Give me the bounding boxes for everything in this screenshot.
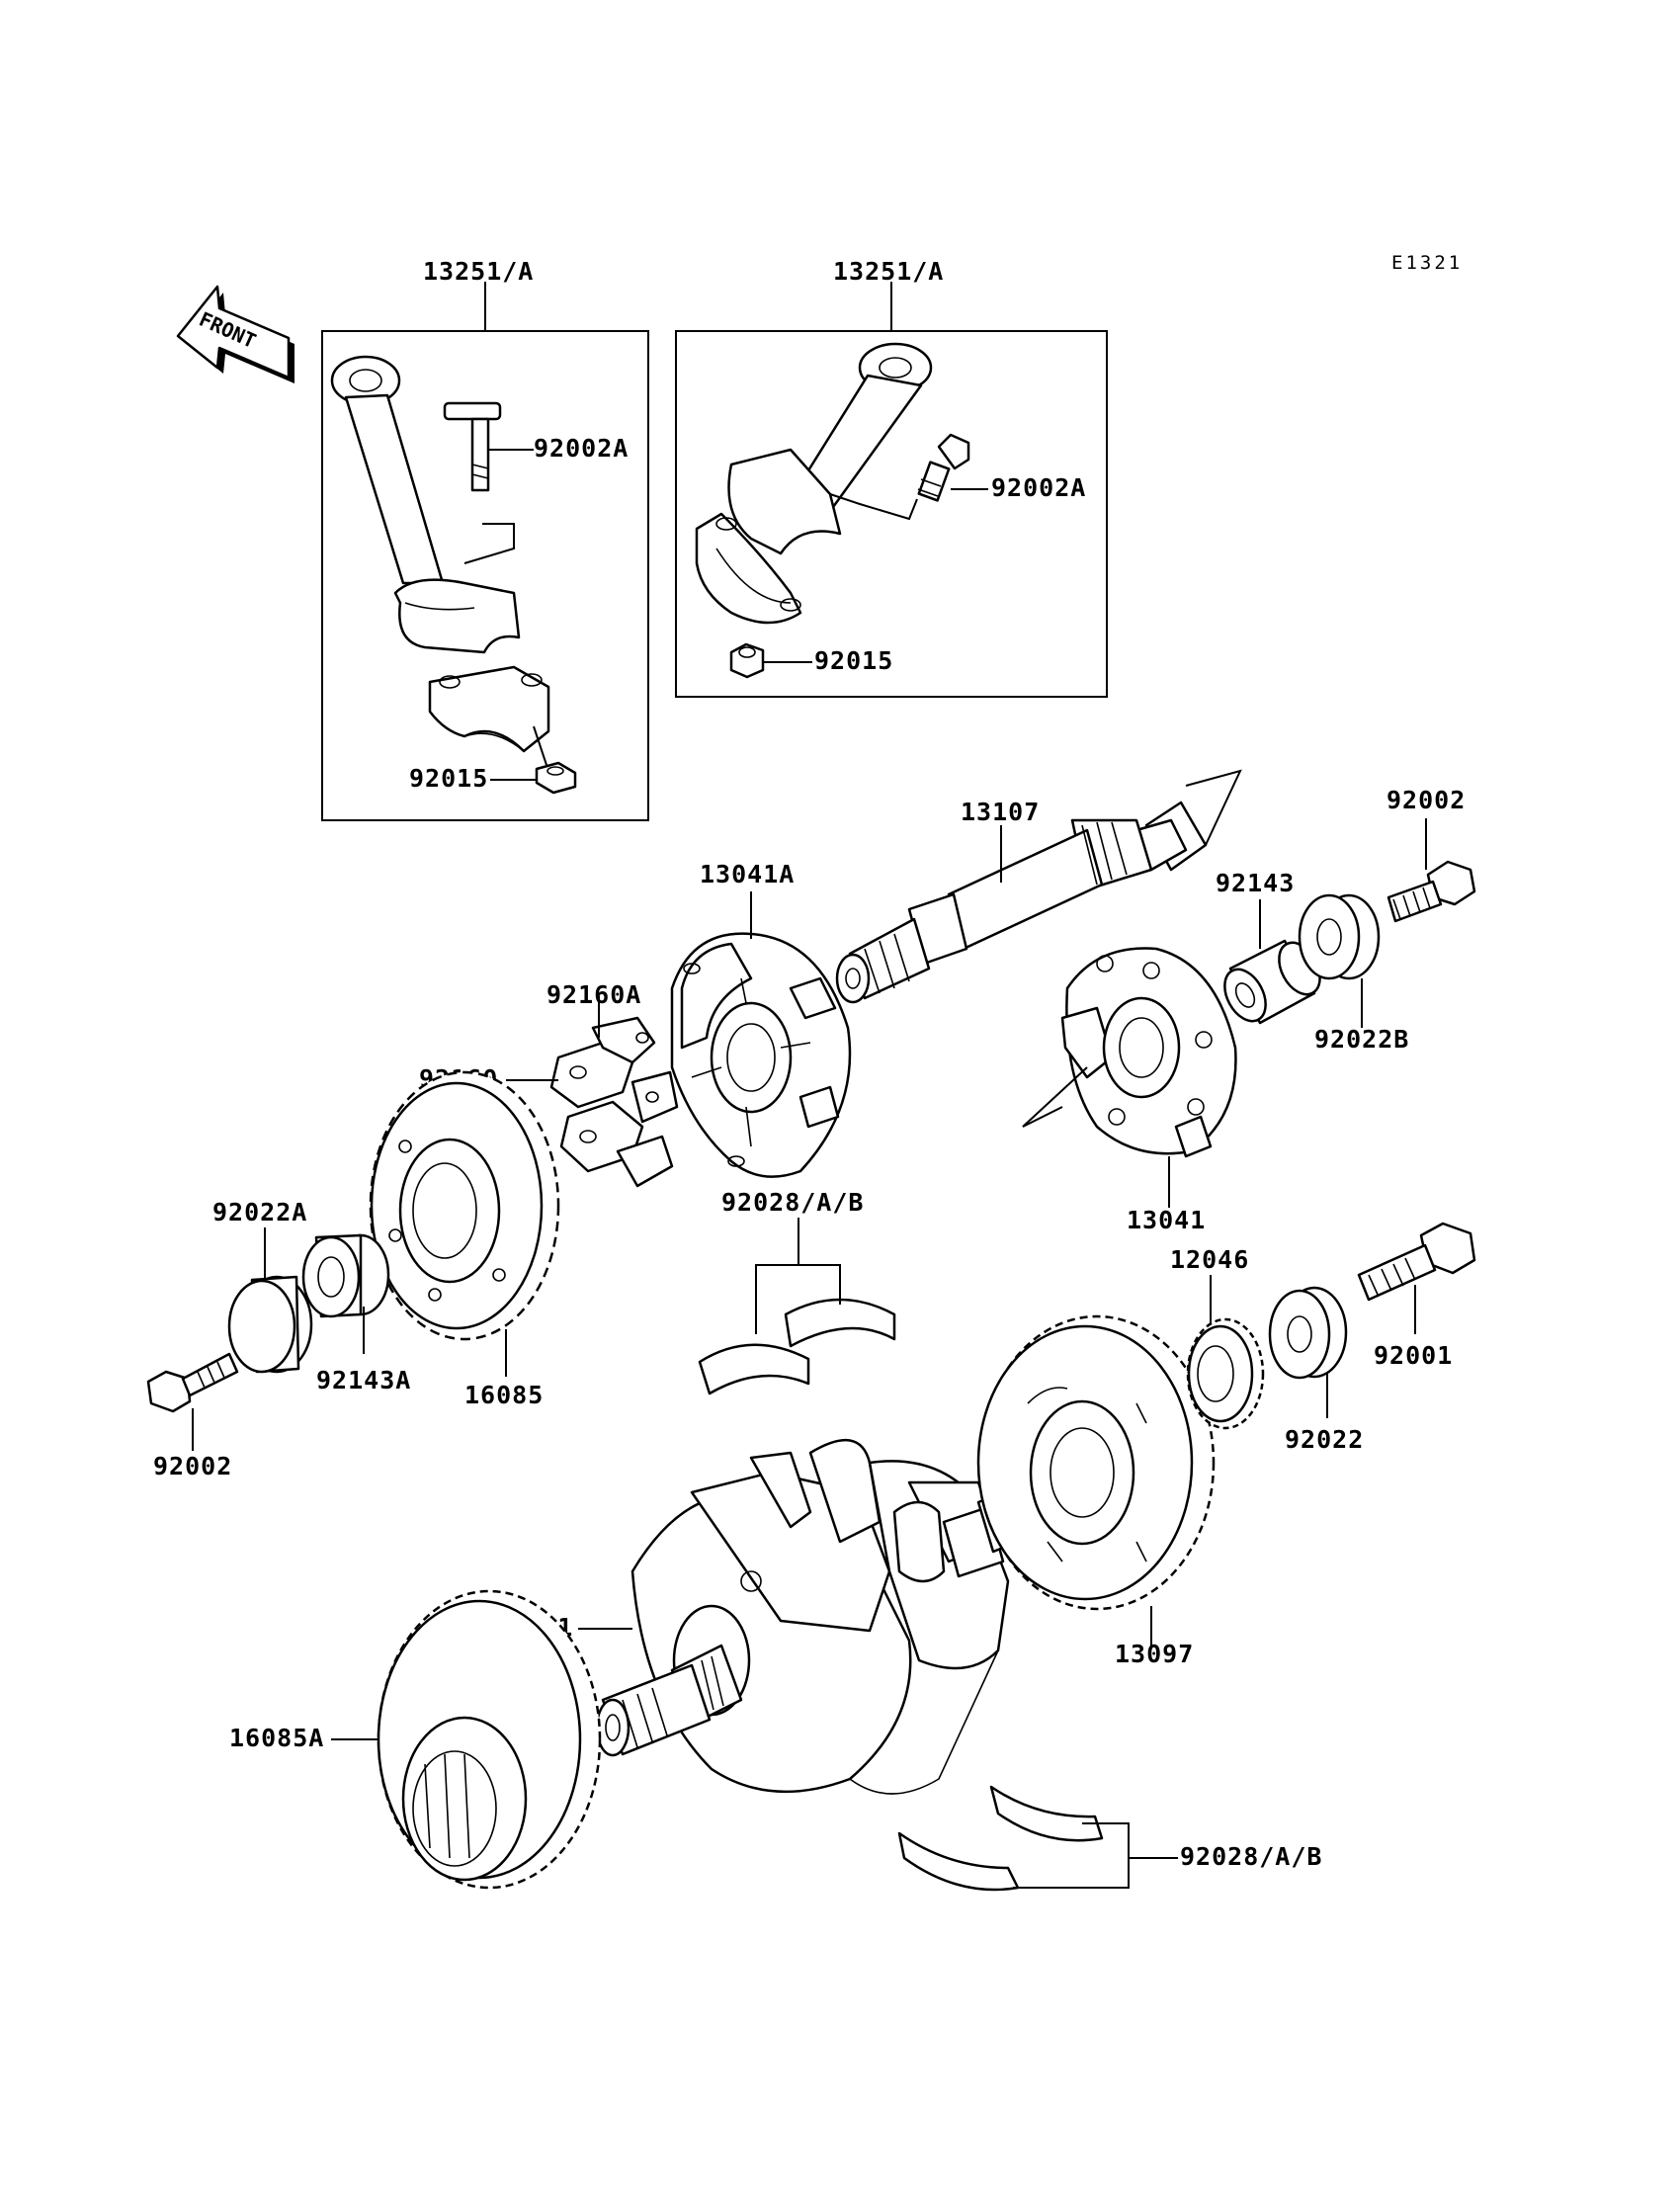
collar-92143-icon — [1223, 939, 1321, 1025]
callout-damper-a: 92160A — [546, 980, 641, 1009]
rod-bolt-right-icon — [917, 433, 970, 502]
gear-16085a — [377, 1589, 602, 1890]
callout-nut-left: 92015 — [409, 764, 488, 793]
washer-92022b-icon — [1298, 893, 1381, 980]
callout-bolt-right: 92002A — [991, 473, 1086, 502]
bolt-92001-icon — [1357, 1222, 1476, 1302]
callout-gear-big: 13097 — [1115, 1640, 1194, 1668]
callout-bearing-bottom: 92028/A/B — [1180, 1842, 1322, 1871]
gear-16085 — [369, 1070, 560, 1341]
front-arrow-icon: FRONT — [176, 285, 294, 383]
washer-92022a-icon — [227, 1275, 313, 1374]
bolt-92002-left-icon — [146, 1352, 239, 1413]
callout-nut-right: 92015 — [814, 646, 893, 675]
hub-13041 — [1022, 947, 1237, 1158]
connecting-rod-right-group: 13251/A 92002A 92015 — [675, 257, 1108, 698]
bearing-shells-top — [698, 1298, 896, 1395]
callout-bearing-top: 92028/A/B — [721, 1188, 864, 1217]
rod-nut-left-icon — [535, 761, 577, 795]
washer-92022-icon — [1268, 1286, 1348, 1380]
callout-shaft: 13107 — [961, 798, 1040, 826]
callout-collar-left: 92143A — [316, 1366, 411, 1394]
callout-collar-right: 92143 — [1216, 869, 1295, 897]
callout-gear-bottom: 16085A — [229, 1724, 324, 1752]
bolt-92002-top-icon — [1386, 860, 1476, 923]
damper-rubbers-92160 — [549, 1016, 679, 1188]
hub-13041a — [670, 932, 852, 1178]
connecting-rod-left-group: 13251/A 92002A — [321, 257, 649, 821]
callout-bolt-top-right: 92002 — [1386, 786, 1466, 814]
callout-bolt-92001: 92001 — [1374, 1341, 1453, 1370]
collar-92143a-icon — [301, 1233, 390, 1318]
callout-washer-left: 92022A — [212, 1198, 307, 1226]
diagram-code: E1321 — [1391, 252, 1463, 274]
gear-13097 — [976, 1314, 1216, 1611]
callout-rod-right: 13251/A — [833, 257, 944, 286]
callout-washer-right: 92022B — [1314, 1025, 1409, 1054]
crankshaft-13031 — [595, 1438, 1020, 1795]
bearing-shells-bottom — [897, 1785, 1104, 1892]
connecting-rod-right — [695, 342, 933, 625]
callout-bolt-left: 92002A — [534, 434, 629, 463]
rod-bolt-left-icon — [443, 401, 502, 492]
gear-12046 — [1186, 1317, 1265, 1430]
callout-hub-left: 13041A — [700, 860, 795, 888]
connecting-rod-left — [330, 355, 521, 654]
shaft-13107 — [835, 769, 1242, 1004]
callout-bolt-left-low: 92002 — [153, 1452, 232, 1480]
callout-rod-left: 13251/A — [423, 257, 534, 286]
callout-hub-right: 13041 — [1127, 1206, 1206, 1234]
callout-washer-92022: 92022 — [1285, 1425, 1364, 1454]
rod-nut-right-icon — [729, 642, 765, 679]
rod-cap-left — [428, 665, 550, 753]
callout-gear-small: 12046 — [1170, 1245, 1249, 1274]
callout-gear-left: 16085 — [464, 1381, 544, 1409]
